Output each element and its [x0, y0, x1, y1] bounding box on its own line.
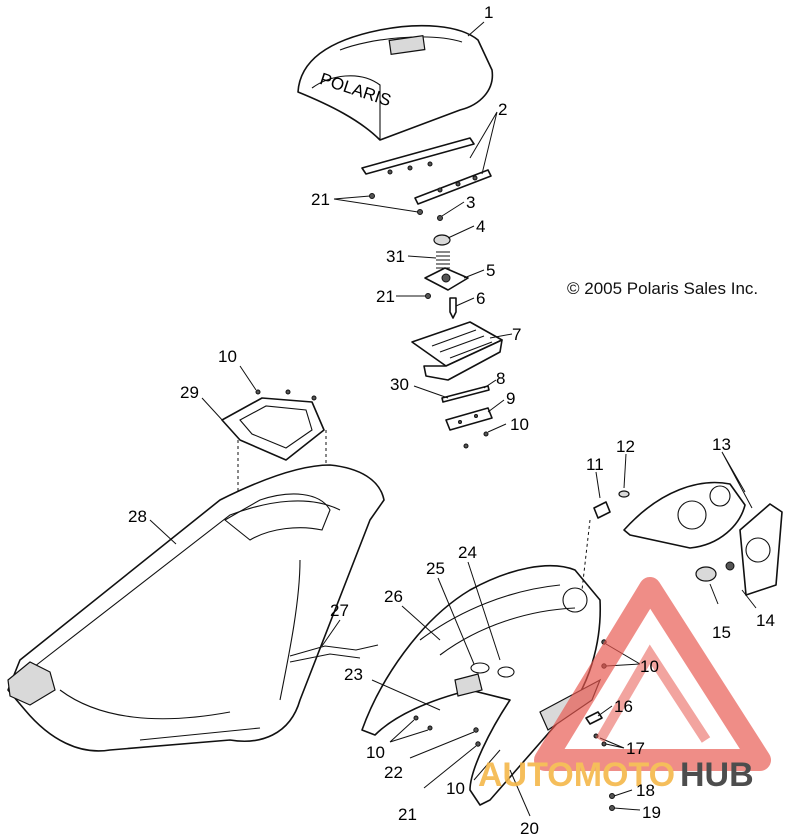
part-13-taillight [623, 481, 783, 596]
callout-label: 4 [476, 217, 485, 236]
callout-label: 22 [384, 763, 403, 782]
callout-label: 23 [344, 665, 363, 684]
callout-label: 25 [426, 559, 445, 578]
callout-label: 9 [506, 389, 515, 408]
callout-label: 5 [486, 261, 495, 280]
part-14-screw [725, 561, 735, 571]
part-8-bolt [441, 385, 490, 403]
fastener-10e [413, 715, 419, 721]
watermark-part1: AUTOMOTO [478, 756, 675, 794]
fastener-22 [473, 727, 479, 733]
part-17b [601, 741, 607, 747]
callout-label: 7 [512, 325, 521, 344]
watermark-logo: AUTOMOTO HUB [478, 577, 771, 794]
fastener-21a [369, 193, 375, 199]
callout-label: 13 [712, 435, 731, 454]
callout-label: 19 [642, 803, 661, 822]
callout-label: 6 [476, 289, 485, 308]
callout-label: 3 [466, 193, 475, 212]
fastener-21d [475, 741, 481, 747]
callout-label: 26 [384, 587, 403, 606]
callout-label: 29 [180, 383, 199, 402]
part-28-seat [7, 464, 385, 752]
callout-label: 8 [496, 369, 505, 388]
part-27-cable [289, 644, 379, 663]
copyright-text: © 2005 Polaris Sales Inc. [567, 279, 758, 298]
part-4-nut [433, 234, 451, 246]
callout-label: 21 [398, 805, 417, 824]
callout-label: 15 [712, 623, 731, 642]
part-6-pin [449, 297, 457, 319]
callout-label: 21 [311, 190, 330, 209]
callout-label: 16 [614, 697, 633, 716]
fastener-10b [463, 443, 469, 449]
callout-label: 30 [390, 375, 409, 394]
callout-label: 1 [484, 3, 493, 22]
leader-lines [149, 21, 757, 817]
watermark-part2: HUB [680, 756, 754, 794]
callout-label: 28 [128, 507, 147, 526]
fastener-21b [417, 209, 423, 215]
callout-label: 2 [498, 100, 507, 119]
callout-label: 20 [520, 819, 539, 838]
part-16-clip [585, 711, 603, 725]
callout-label: 10 [510, 415, 529, 434]
callout-label: 12 [616, 437, 635, 456]
part-29-frame [221, 389, 325, 461]
fastener-10a [483, 431, 489, 437]
callout-label: 10 [640, 657, 659, 676]
callout-label: 11 [586, 455, 604, 474]
callout-label: 18 [636, 781, 655, 800]
part-9-plate [445, 407, 493, 431]
part-11-bulb [593, 501, 611, 519]
part-19-screw [609, 805, 615, 811]
callout-label: 10 [446, 779, 465, 798]
callout-labels: 1 2 21 3 4 31 5 21 6 7 30 8 9 10 10 29 2… [128, 3, 775, 838]
callout-label: 17 [626, 739, 645, 758]
callout-label: 24 [458, 543, 477, 562]
callout-label: 27 [330, 601, 349, 620]
fastener-10f [427, 725, 433, 731]
part-5-base [424, 267, 469, 291]
part-2-rails [361, 137, 492, 205]
callout-label: 10 [366, 743, 385, 762]
part-1-cover: POLARIS [297, 24, 494, 141]
callout-label: 21 [376, 287, 395, 306]
callout-label: 14 [756, 611, 775, 630]
callout-label: 10 [218, 347, 237, 366]
fastener-21c [425, 293, 431, 299]
part-15-lens [695, 566, 717, 582]
part-12-socket [618, 490, 630, 498]
part-18-washer [609, 793, 615, 799]
part-7-bracket [411, 321, 503, 381]
fastener-3 [437, 215, 443, 221]
callout-label: 31 [386, 247, 405, 266]
part-31-spring [436, 251, 450, 269]
